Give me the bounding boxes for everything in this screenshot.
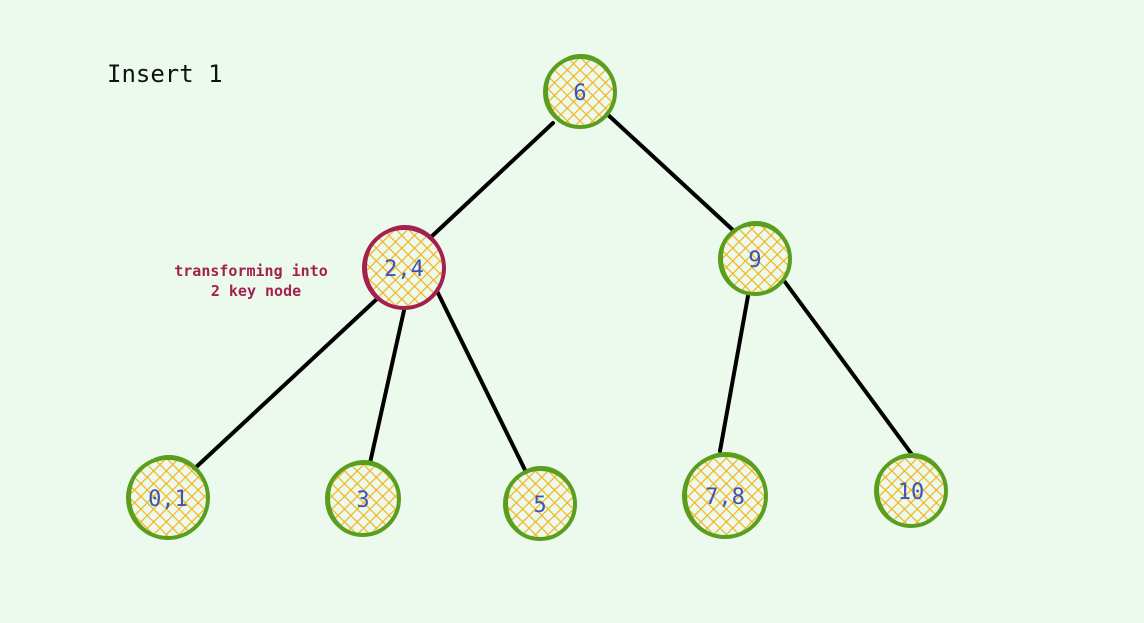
node-label: 9 (748, 248, 761, 273)
node-label: 10 (898, 480, 925, 505)
leaf-node: 7,8 (682, 452, 768, 539)
internal-node: 9 (718, 221, 792, 296)
internal-node: 2,4 (362, 225, 446, 310)
tree-edge (191, 295, 381, 472)
annotation: transforming into 2 key node (174, 262, 328, 300)
node-label: 2,4 (384, 257, 424, 282)
node-label: 3 (356, 488, 369, 513)
edges (191, 111, 918, 476)
node-label: 0,1 (148, 487, 188, 512)
root-node: 6 (543, 54, 617, 129)
node-label: 7,8 (705, 485, 745, 510)
tree-edge (783, 280, 918, 462)
tree-edge (433, 285, 529, 476)
tree-edge (604, 111, 737, 234)
tree-edge (428, 121, 555, 240)
caption: Insert 1 (107, 60, 223, 88)
node-label: 6 (573, 81, 586, 106)
annotation-line-2: 2 key node (211, 282, 301, 300)
tree-edge (368, 295, 409, 465)
leaf-node: 5 (503, 466, 577, 541)
nodes: 6 2,4 9 0,1 3 5 7,8 10 (126, 54, 948, 541)
tree-edge (718, 294, 750, 453)
leaf-node: 3 (325, 460, 401, 537)
node-label: 5 (533, 493, 546, 518)
leaf-node: 10 (874, 453, 948, 528)
leaf-node: 0,1 (126, 455, 210, 540)
annotation-line-1: transforming into (174, 262, 328, 280)
